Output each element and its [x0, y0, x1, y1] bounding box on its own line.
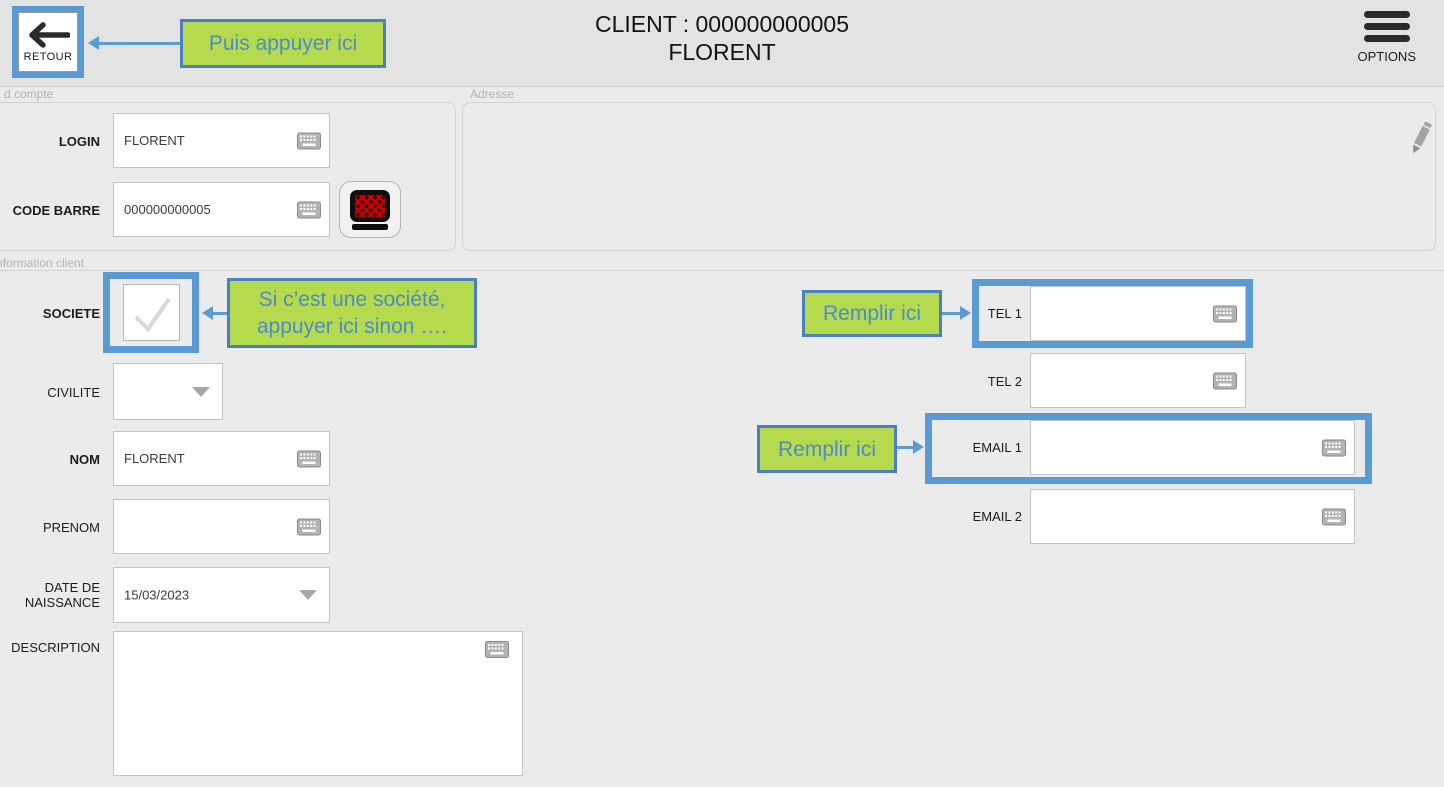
login-field-wrap	[113, 113, 330, 168]
keyboard-icon	[1213, 372, 1237, 389]
barcode-scanner-icon	[350, 189, 390, 222]
date-naissance-select[interactable]: 15/03/2023	[113, 567, 330, 623]
societe-highlight-box	[103, 272, 199, 353]
tel1-arrow-head	[960, 306, 971, 320]
chevron-down-icon	[192, 386, 210, 397]
email2-field-wrap	[1030, 489, 1355, 544]
checkmark-icon	[134, 297, 171, 332]
keyboard-icon	[1322, 508, 1346, 525]
login-label: LOGIN	[58, 134, 100, 149]
keyboard-icon	[297, 201, 321, 218]
hamburger-icon	[1363, 11, 1410, 42]
code-barre-field-wrap	[113, 182, 330, 237]
edit-pencil-icon[interactable]	[1405, 118, 1437, 158]
email1-input[interactable]	[1031, 421, 1354, 474]
date-naissance-label: DATE DE NAISSANCE	[24, 580, 100, 610]
email1-arrow-head	[913, 440, 924, 454]
header-bar: RETOUR Puis appuyer ici CLIENT : 0000000…	[0, 0, 1444, 87]
page-title-name: FLORENT	[668, 39, 776, 65]
description-label: DESCRIPTION	[11, 640, 100, 655]
prenom-field-wrap	[113, 499, 330, 554]
tel1-annotation: Remplir ici	[802, 290, 942, 337]
civilite-select[interactable]	[113, 363, 223, 420]
description-textarea[interactable]	[113, 631, 523, 776]
tel1-arrow-line	[942, 312, 960, 315]
address-section[interactable]	[462, 102, 1436, 251]
tel1-highlight-box	[972, 279, 1253, 348]
retour-arrow-line	[98, 42, 180, 45]
page-title-client: CLIENT : 000000000005	[594, 11, 850, 37]
code-barre-label: CODE BARRE	[12, 203, 100, 218]
tel2-field-wrap	[1030, 353, 1246, 408]
nom-label: NOM	[69, 452, 100, 467]
email1-highlight-box	[925, 413, 1372, 484]
email2-input[interactable]	[1031, 490, 1354, 543]
prenom-label: PRENOM	[42, 520, 100, 535]
societe-annotation: Si c’est une société, appuyer ici sinon …	[227, 278, 477, 348]
email1-label: EMAIL 1	[972, 440, 1022, 455]
email1-field-wrap	[1030, 420, 1355, 475]
keyboard-icon	[297, 518, 321, 535]
tel1-label: TEL 1	[987, 306, 1022, 321]
client-section-legend: nformation client	[0, 256, 85, 270]
keyboard-icon	[297, 132, 321, 149]
email2-label: EMAIL 2	[972, 509, 1022, 524]
code-barre-input[interactable]	[114, 183, 329, 236]
retour-highlight-box: RETOUR	[12, 6, 84, 78]
nom-field-wrap	[113, 431, 330, 486]
address-section-legend: Adresse	[470, 87, 515, 101]
tel1-field-wrap	[1030, 286, 1246, 341]
tel2-label: TEL 2	[987, 374, 1022, 389]
options-button[interactable]: OPTIONS	[1357, 11, 1416, 64]
nom-input[interactable]	[114, 432, 329, 485]
societe-arrow-line	[212, 312, 227, 315]
login-input[interactable]	[114, 114, 329, 167]
retour-arrow-head	[88, 36, 99, 50]
keyboard-icon	[485, 641, 509, 658]
options-label: OPTIONS	[1357, 49, 1416, 64]
back-arrow-icon	[29, 21, 70, 48]
societe-arrow-head	[202, 306, 213, 320]
retour-label: RETOUR	[23, 50, 73, 63]
account-section-legend: d compte	[4, 87, 54, 101]
retour-annotation: Puis appuyer ici	[180, 19, 386, 68]
keyboard-icon	[1213, 305, 1237, 322]
keyboard-icon	[297, 450, 321, 467]
barcode-scan-button[interactable]	[339, 181, 401, 238]
retour-button[interactable]: RETOUR	[18, 12, 78, 72]
client-section-divider	[0, 270, 1444, 271]
civilite-label: CIVILITE	[47, 385, 100, 400]
societe-checkbox[interactable]	[122, 284, 180, 341]
email1-annotation: Remplir ici	[757, 425, 897, 473]
prenom-input[interactable]	[114, 500, 329, 553]
chevron-down-icon	[299, 590, 317, 600]
page-title: CLIENT : 000000000005 FLORENT	[372, 10, 1072, 66]
societe-label: SOCIETE	[42, 306, 100, 321]
tel2-input[interactable]	[1031, 354, 1245, 407]
tel1-input[interactable]	[1031, 287, 1245, 340]
account-section	[0, 102, 456, 251]
email1-arrow-line	[897, 446, 913, 449]
keyboard-icon	[1322, 439, 1346, 456]
